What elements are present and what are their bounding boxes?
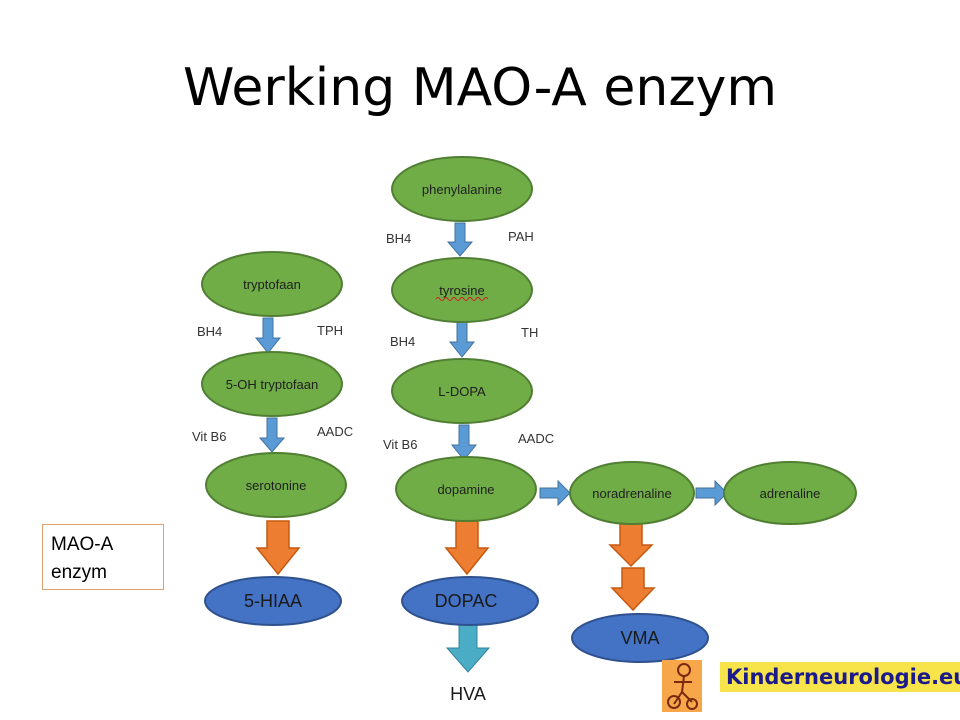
label-5-hiaa: 5-HIAA xyxy=(244,591,302,611)
label-tryptofaan: tryptofaan xyxy=(243,277,301,292)
spellcheck-squiggle xyxy=(435,297,489,301)
node-adrenaline xyxy=(723,461,857,525)
label-hva: HVA xyxy=(450,684,486,704)
node-ldopa xyxy=(391,358,533,424)
label-adrenaline: adrenaline xyxy=(760,486,821,501)
node-serotonine xyxy=(205,452,347,518)
slide-title: Werking MAO-A enzym xyxy=(182,58,778,118)
cofactor-bh4-trp: BH4 xyxy=(197,324,222,339)
logo-figure-icon xyxy=(662,660,702,712)
enzyme-aadc-5oh: AADC xyxy=(317,424,353,439)
arrow-trp-5oh xyxy=(254,317,282,354)
arrow-noradrenaline-adrenaline xyxy=(695,479,728,507)
label-5oh-tryptofaan: 5-OH tryptofaan xyxy=(226,377,319,392)
label-dopac: DOPAC xyxy=(435,591,498,611)
arrow-dopamine-noradrenaline xyxy=(539,479,571,507)
arrow-phe-tyr xyxy=(446,222,474,257)
legend-line-1: MAO-A xyxy=(51,534,114,555)
label-serotonine: serotonine xyxy=(246,478,307,493)
legend-box: MAO-A enzym xyxy=(42,524,164,590)
arrow-mao-dopamine xyxy=(444,520,490,576)
node-dopamine xyxy=(395,456,537,522)
arrow-mao-noradrenaline-1 xyxy=(608,520,654,568)
label-ldopa: L-DOPA xyxy=(438,384,486,399)
legend-line-2: enzym xyxy=(51,562,107,583)
arrow-mao-noradrenaline-2 xyxy=(610,567,656,612)
node-5-hiaa xyxy=(204,576,342,626)
node-tyrosine xyxy=(391,257,533,323)
arrow-ldopa-dopamine xyxy=(450,424,478,461)
arrow-mao-serotonine xyxy=(255,520,301,576)
cofactor-vitb6-ldopa: Vit B6 xyxy=(383,437,417,452)
logo-text: Kinderneurologie.eu xyxy=(720,662,960,692)
node-tryptofaan xyxy=(201,251,343,317)
label-phenylalanine: phenylalanine xyxy=(422,182,502,197)
cofactor-vitb6-5oh: Vit B6 xyxy=(192,429,226,444)
enzyme-pah: PAH xyxy=(508,229,534,244)
logo: Kinderneurologie.eu xyxy=(662,660,960,712)
node-vma xyxy=(571,613,709,663)
node-5oh-tryptofaan xyxy=(201,351,343,417)
enzyme-aadc-ldopa: AADC xyxy=(518,431,554,446)
label-vma: VMA xyxy=(620,628,659,648)
node-noradrenaline xyxy=(569,461,695,525)
arrow-5oh-serotonine xyxy=(258,417,286,453)
arrow-dopac-hva xyxy=(445,624,491,673)
enzyme-tph: TPH xyxy=(317,323,343,338)
label-noradrenaline: noradrenaline xyxy=(592,486,672,501)
node-phenylalanine xyxy=(391,156,533,222)
node-dopac xyxy=(401,576,539,626)
enzyme-th: TH xyxy=(521,325,538,340)
cofactor-bh4-phe: BH4 xyxy=(386,231,411,246)
label-dopamine: dopamine xyxy=(437,482,494,497)
cofactor-bh4-tyr: BH4 xyxy=(390,334,415,349)
label-tyrosine: tyrosine xyxy=(439,283,485,298)
arrow-tyr-ldopa xyxy=(448,321,476,358)
